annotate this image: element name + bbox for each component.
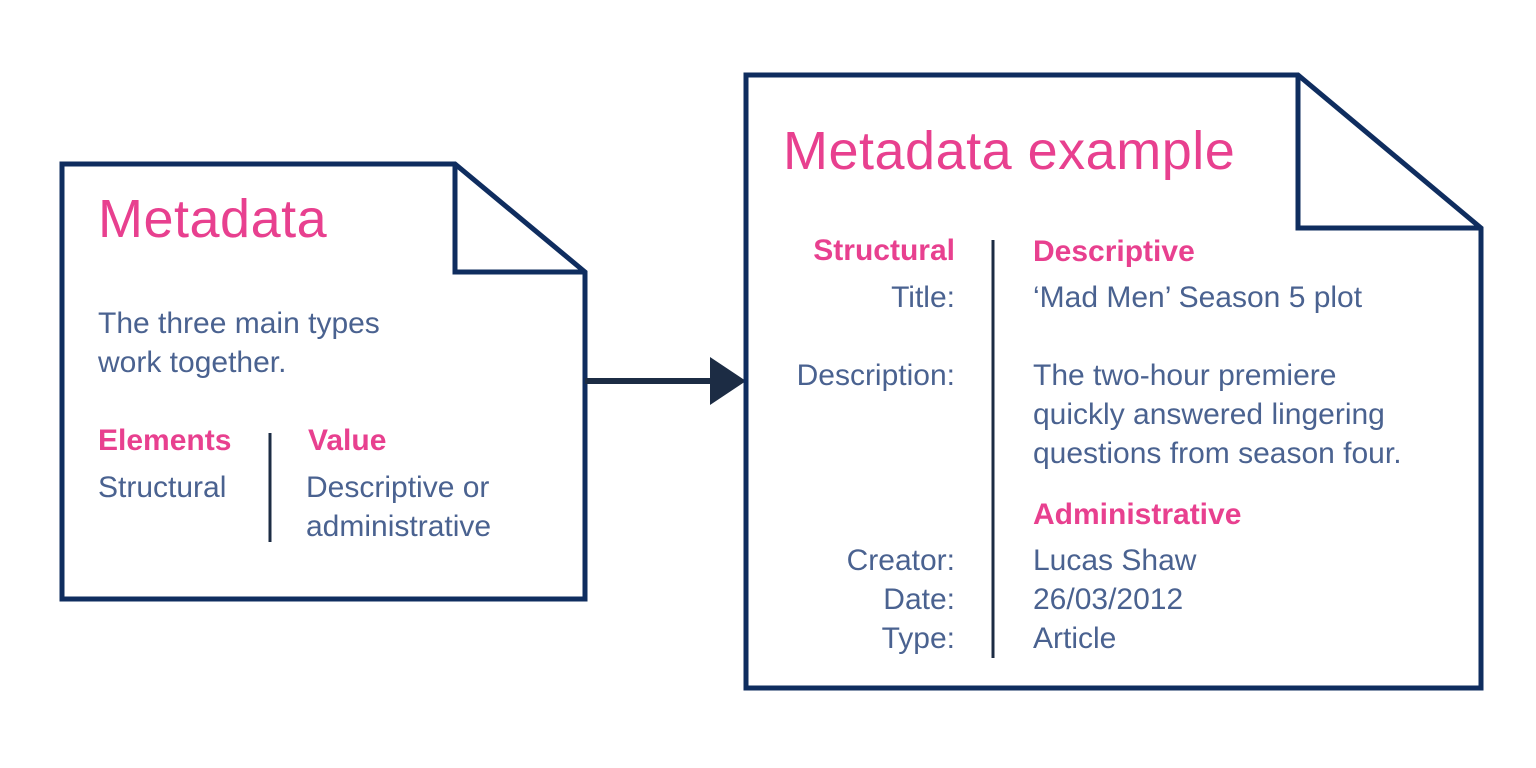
right-card-title: Metadata example xyxy=(783,121,1236,181)
type-value: Article xyxy=(1033,622,1117,655)
elements-value: Structural xyxy=(98,471,227,504)
description-line-1: The two-hour premiere xyxy=(1033,359,1337,392)
structural-heading: Structural xyxy=(813,234,955,267)
elements-heading: Elements xyxy=(98,424,232,457)
value-line-1: Descriptive or xyxy=(306,471,490,504)
date-label: Date: xyxy=(883,583,955,616)
creator-value: Lucas Shaw xyxy=(1033,544,1197,577)
title-label: Title: xyxy=(891,281,955,314)
left-card-description-line-2: work together. xyxy=(98,346,287,379)
descriptive-heading: Descriptive xyxy=(1033,235,1195,268)
left-document-fold xyxy=(452,164,585,275)
description-line-3: questions from season four. xyxy=(1033,437,1402,470)
date-value: 26/03/2012 xyxy=(1033,583,1184,616)
title-value: ‘Mad Men’ Season 5 plot xyxy=(1033,281,1363,314)
value-heading: Value xyxy=(308,424,387,457)
administrative-heading: Administrative xyxy=(1033,498,1242,531)
type-label: Type: xyxy=(881,622,955,655)
left-card-title: Metadata xyxy=(98,189,328,249)
creator-label: Creator: xyxy=(846,544,955,577)
left-card-description-line-1: The three main types xyxy=(98,307,380,340)
value-line-2: administrative xyxy=(306,510,492,543)
right-document-fold xyxy=(1295,75,1481,231)
description-label: Description: xyxy=(796,359,955,392)
description-line-2: quickly answered lingering xyxy=(1033,398,1385,431)
arrow-head xyxy=(710,357,746,405)
